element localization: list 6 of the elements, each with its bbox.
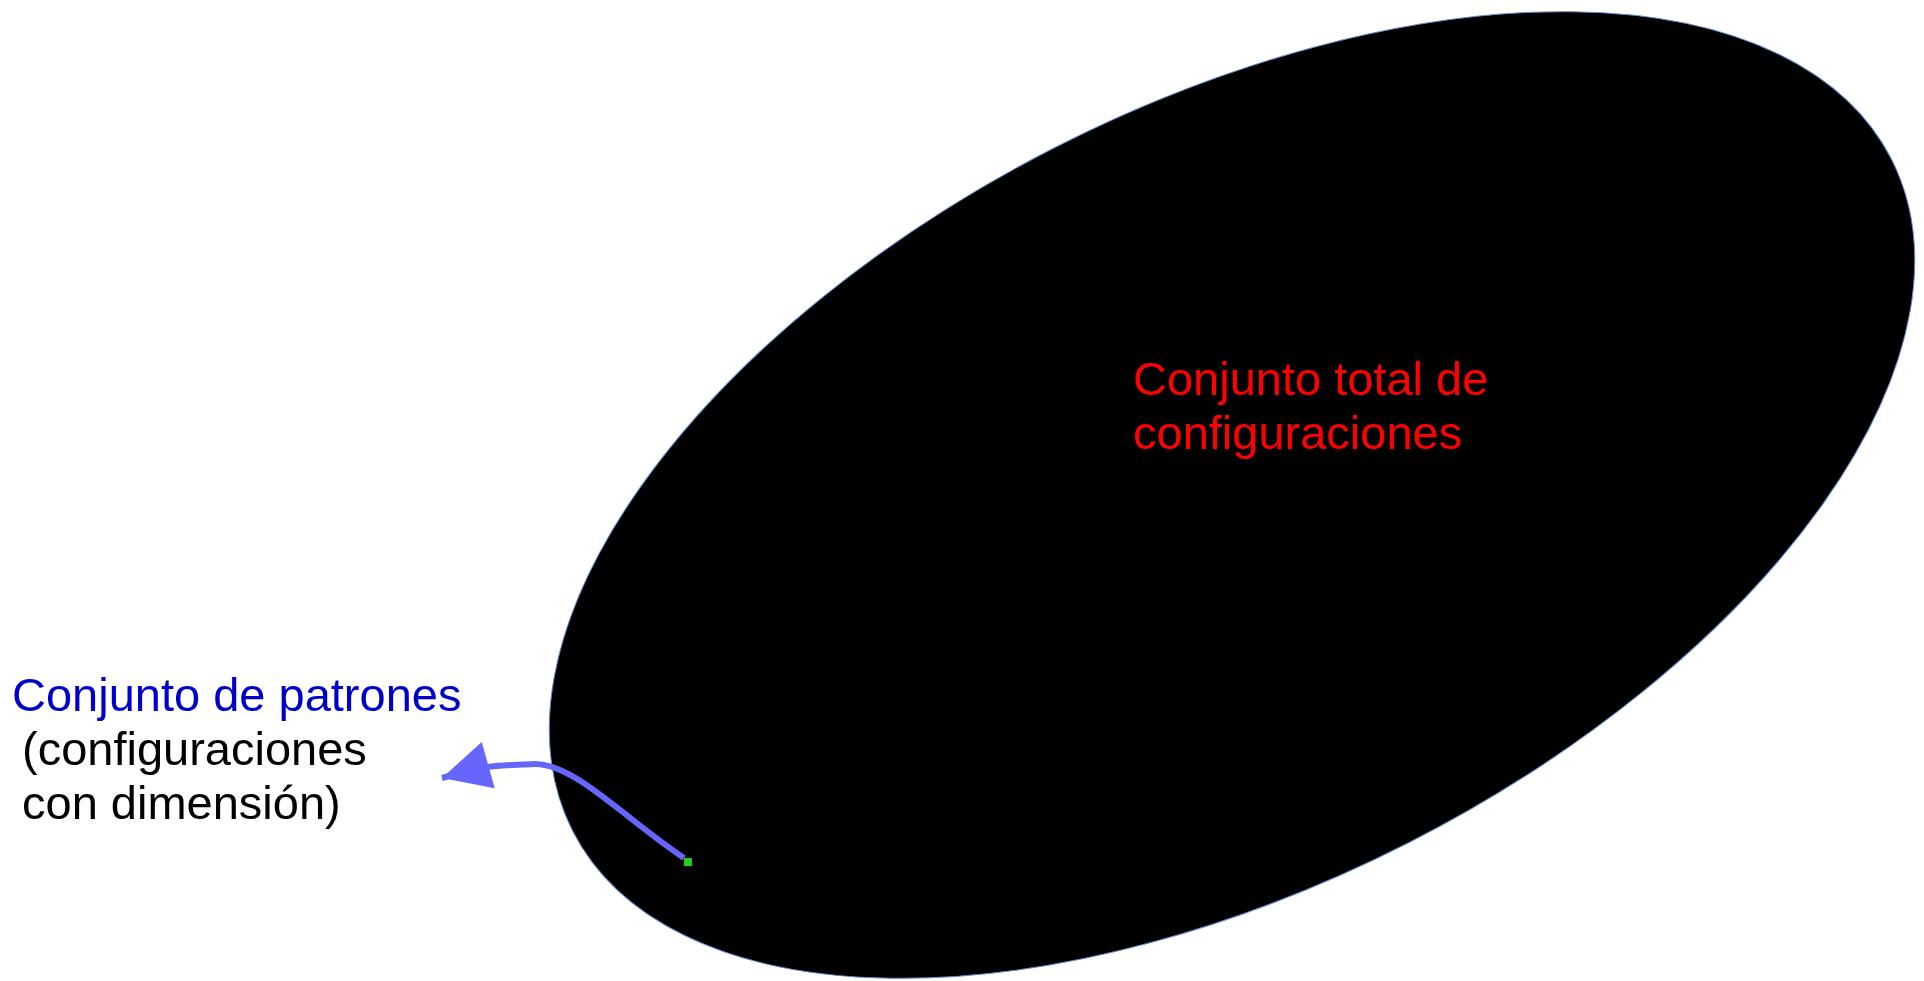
arrow	[441, 742, 686, 861]
set-label: Conjunto de patrones	[12, 668, 463, 722]
set-description: (configuraciones con dimensión)	[22, 722, 368, 830]
region-label: Conjunto total de configuraciones	[1133, 352, 1490, 460]
point-marker	[684, 858, 692, 866]
ellipse-region	[549, 12, 1915, 978]
